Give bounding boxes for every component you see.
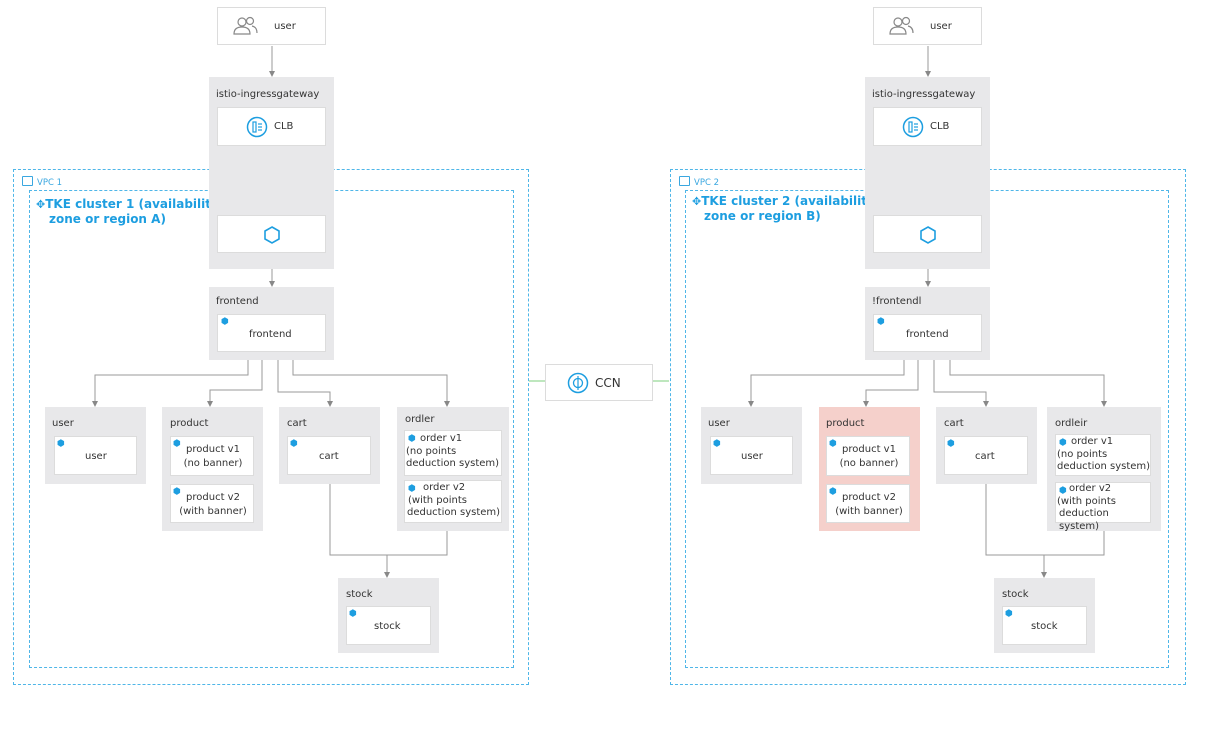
pod-icon: ⬢ — [713, 439, 721, 449]
ccn-box[interactable]: CCN — [545, 364, 653, 401]
stock-box-right[interactable]: ⬢ stock — [1002, 606, 1087, 645]
pod-icon: ⬢ — [1059, 486, 1067, 496]
pod-icon: ⬢ — [1005, 609, 1013, 619]
tke-cluster-2-label: ✥TKE cluster 2 (availability zone or reg… — [692, 194, 875, 223]
pod-icon: ⬢ — [173, 487, 181, 497]
product-v1-box-right[interactable]: ⬢ product v1 (no banner) — [826, 436, 910, 476]
pod-icon: ⬢ — [57, 439, 65, 449]
cart-title: cart — [944, 418, 964, 429]
user-service-box-right[interactable]: ⬢ user — [710, 436, 793, 475]
product-title: product — [826, 418, 865, 429]
order-v2-box-right[interactable]: ⬢ order v2 (with points deduction system… — [1055, 482, 1151, 532]
clb-box-left[interactable]: CLB — [217, 107, 326, 146]
cluster-icon: ✥ — [692, 195, 702, 208]
product-v1-box-left[interactable]: ⬢ product v1 (no banner) — [170, 436, 254, 476]
cart-title: cart — [287, 418, 307, 429]
hexagon-icon — [920, 226, 936, 244]
pod-icon: ⬢ — [408, 434, 416, 444]
stock-title: stock — [346, 589, 373, 600]
product-title: product — [170, 418, 209, 429]
clb-icon — [246, 116, 268, 138]
lock-icon — [679, 176, 690, 186]
users-icon — [889, 16, 914, 35]
order-v2-box-left[interactable]: ⬢ order v2 (with points deduction system… — [404, 480, 502, 523]
cart-box-right[interactable]: ⬢ cart — [944, 436, 1028, 475]
frontend-box-left[interactable]: ⬢ frontend — [217, 314, 326, 352]
frontend-title: !frontendl — [872, 296, 922, 307]
gateway-title: istio-ingressgateway — [872, 89, 976, 100]
clb-icon — [902, 116, 924, 138]
pod-icon: ⬢ — [290, 439, 298, 449]
gateway-title: istio-ingressgateway — [216, 89, 320, 100]
ccn-icon — [567, 372, 589, 394]
user-service-title: user — [52, 418, 74, 429]
stock-title: stock — [1002, 589, 1029, 600]
pod-icon: ⬢ — [221, 317, 229, 327]
tke-cluster-1-label: ✥TKE cluster 1 (availability zone or reg… — [36, 197, 219, 226]
order-title: ordleir — [1055, 418, 1088, 429]
order-v1-box-left[interactable]: ⬢ order v1 (no points deduction system) — [404, 430, 502, 476]
pod-icon: ⬢ — [947, 439, 955, 449]
product-v2-box-left[interactable]: ⬢ product v2 (with banner) — [170, 484, 254, 523]
vpc-1-label: VPC 1 — [22, 176, 62, 188]
gateway-pod-box-left[interactable] — [217, 215, 326, 253]
hexagon-icon — [264, 226, 280, 244]
lock-icon — [22, 176, 33, 186]
user-box-left[interactable]: user — [217, 7, 326, 45]
frontend-title: frontend — [216, 296, 259, 307]
stock-box-left[interactable]: ⬢ stock — [346, 606, 431, 645]
pod-icon: ⬢ — [408, 484, 416, 494]
clb-box-right[interactable]: CLB — [873, 107, 982, 146]
user-service-title: user — [708, 418, 730, 429]
user-box-right[interactable]: user — [873, 7, 982, 45]
pod-icon: ⬢ — [829, 439, 837, 449]
pod-icon: ⬢ — [349, 609, 357, 619]
gateway-pod-box-right[interactable] — [873, 215, 982, 253]
order-v1-box-right[interactable]: ⬢ order v1 (no points deduction system) — [1055, 434, 1151, 476]
pod-icon: ⬢ — [173, 439, 181, 449]
cart-box-left[interactable]: ⬢ cart — [287, 436, 371, 475]
vpc-2-label: VPC 2 — [679, 176, 719, 188]
frontend-box-right[interactable]: ⬢ frontend — [873, 314, 982, 352]
pod-icon: ⬢ — [1059, 438, 1067, 448]
users-icon — [233, 16, 258, 35]
pod-icon: ⬢ — [829, 487, 837, 497]
order-title: ordler — [405, 414, 435, 425]
cluster-icon: ✥ — [36, 198, 46, 211]
product-v2-box-right[interactable]: ⬢ product v2 (with banner) — [826, 484, 910, 523]
user-service-box-left[interactable]: ⬢ user — [54, 436, 137, 475]
pod-icon: ⬢ — [877, 317, 885, 327]
